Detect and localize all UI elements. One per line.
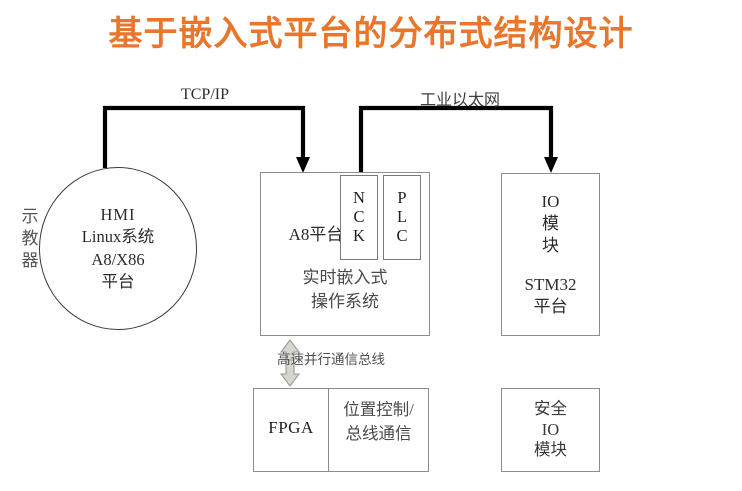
node-fpga[interactable] bbox=[253, 388, 429, 472]
io-module-platform-line-1: STM32 bbox=[524, 274, 577, 294]
teach-pendant-char-3: 器 bbox=[21, 250, 39, 270]
tcpip-link-label: TCP/IP bbox=[180, 86, 229, 103]
node-safety-io-module[interactable]: 安全 IO 模块 bbox=[501, 388, 600, 472]
io-module-line-1: IO bbox=[541, 192, 560, 212]
teach-pendant-side-label: 示 教 器 bbox=[17, 206, 43, 271]
io-module-bottom-group: STM32 平台 bbox=[525, 274, 577, 318]
plc-char-1: P bbox=[397, 188, 407, 208]
hmi-line-2: Linux系统 bbox=[81, 227, 155, 247]
node-hmi-teach-pendant[interactable]: HMI Linux系统 A8/X86 平台 bbox=[39, 167, 197, 330]
hmi-line-4: 平台 bbox=[101, 271, 135, 291]
page-title: 基于嵌入式平台的分布式结构设计 bbox=[108, 14, 634, 54]
io-module-line-2: 模 bbox=[541, 214, 559, 234]
node-plc[interactable]: P L C bbox=[383, 175, 421, 260]
fpga-function-line-2: 总线通信 bbox=[345, 423, 412, 443]
teach-pendant-char-2: 教 bbox=[21, 228, 39, 248]
a8-realtime-os-label: 实时嵌入式 操作系统 bbox=[262, 266, 428, 314]
plc-char-2: L bbox=[396, 207, 408, 227]
industrial-ethernet-connector bbox=[358, 105, 558, 175]
io-module-line-3: 块 bbox=[541, 236, 559, 256]
fpga-box-divider bbox=[328, 389, 329, 471]
nck-char-2: C bbox=[353, 207, 365, 227]
parallel-bus-link-label: 高速并行通信总线 bbox=[277, 352, 385, 367]
fpga-function-label: 位置控制/ 总线通信 bbox=[329, 398, 428, 446]
a8-os-line-2: 操作系统 bbox=[311, 292, 379, 312]
fpga-label: FPGA bbox=[268, 418, 314, 437]
node-nck[interactable]: N C K bbox=[340, 175, 378, 260]
plc-char-3: C bbox=[396, 225, 408, 245]
hmi-line-3: A8/X86 bbox=[91, 249, 145, 269]
hmi-line-1: HMI bbox=[100, 205, 136, 225]
io-module-top-group: IO 模 块 bbox=[542, 191, 560, 257]
a8-platform-label: A8平台 bbox=[288, 225, 344, 244]
tcpip-connector bbox=[102, 105, 310, 173]
io-module-platform-line-2: 平台 bbox=[533, 296, 568, 316]
safety-io-line-3: 模块 bbox=[534, 440, 567, 460]
fpga-function-line-1: 位置控制/ bbox=[343, 400, 414, 419]
safety-io-line-1: 安全 bbox=[534, 399, 567, 419]
a8-os-line-1: 实时嵌入式 bbox=[302, 268, 388, 287]
nck-char-1: N bbox=[353, 188, 365, 208]
industrial-ethernet-link-label: 工业以太网 bbox=[419, 92, 500, 109]
node-io-module-stm32[interactable]: IO 模 块 STM32 平台 bbox=[501, 173, 600, 336]
teach-pendant-char-1: 示 bbox=[21, 207, 39, 226]
safety-io-line-2: IO bbox=[541, 419, 560, 439]
nck-char-3: K bbox=[353, 225, 365, 245]
